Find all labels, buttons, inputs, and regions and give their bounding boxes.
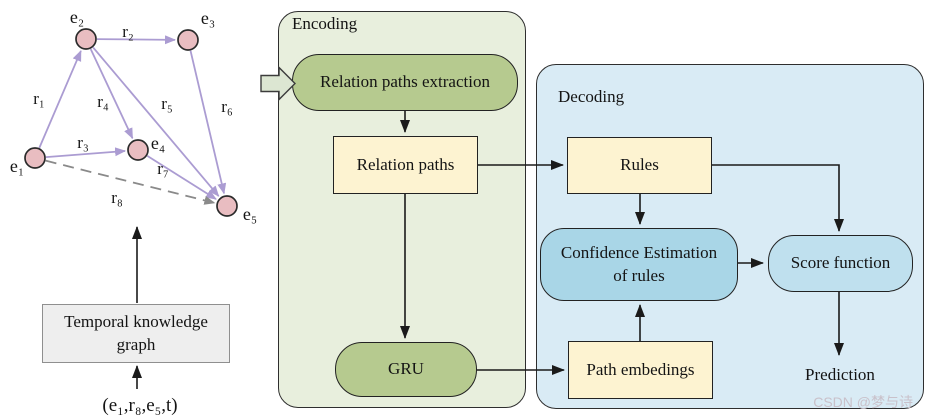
confidence-estimation-line2: of rules	[613, 265, 665, 285]
rules-label: Rules	[620, 155, 659, 175]
graph-node-e2	[75, 28, 97, 50]
graph-edge-e2-e5	[92, 46, 220, 197]
graph-edge-label: r₂	[122, 22, 134, 41]
watermark: CSDN @梦与诗	[813, 394, 913, 410]
confidence-estimation-box: Confidence Estimation of rules	[540, 228, 738, 301]
gru-label: GRU	[388, 359, 424, 379]
relation-paths-extraction-box: Relation paths extraction	[292, 54, 518, 111]
tkg-line2: graph	[116, 334, 156, 354]
confidence-estimation-line1: Confidence Estimation	[560, 242, 718, 262]
graph-edge-label: r₈	[111, 188, 123, 207]
graph-node-e3	[177, 29, 199, 51]
graph-edge-e4-e5	[146, 155, 217, 200]
graph-edge-e2-e4	[89, 48, 134, 140]
graph-node-e4	[127, 139, 149, 161]
encoding-title: Encoding	[292, 14, 358, 33]
graph-edge-e3-e5	[189, 50, 227, 195]
graph-edge-label: r₆	[221, 97, 233, 116]
graph-node-label: e₄	[151, 133, 165, 153]
graph-edge-e1-e2	[38, 50, 82, 149]
rules-box: Rules	[567, 137, 712, 194]
knowledge-graph: r₁ r₂ r₃ r₄ r₅ r₆ r₇ r₈ e₁ e₂ e₃ e₄ e₅	[10, 7, 257, 224]
graph-node-e5	[216, 195, 238, 217]
temporal-knowledge-graph-box: Temporal knowledge graph	[42, 304, 230, 363]
graph-edge-e1-e5	[45, 159, 216, 205]
graph-node-label: e₅	[243, 204, 257, 224]
graph-node-label: e₃	[201, 8, 215, 28]
graph-edge-label: r₁	[33, 89, 45, 108]
graph-edge-e1-e4	[45, 147, 127, 159]
relation-paths-label: Relation paths	[356, 154, 455, 174]
graph-node-label: e₁	[10, 156, 24, 176]
graph-edge-label: r₄	[97, 92, 109, 111]
graph-node-label: e₂	[70, 7, 84, 27]
tkg-line1: Temporal knowledge	[64, 312, 208, 332]
graph-edge-label: r₃	[77, 133, 89, 152]
relation-paths-extraction-label: Relation paths extraction	[320, 72, 490, 92]
path-embedings-box: Path embedings	[568, 341, 713, 399]
path-embedings-label: Path embedings	[586, 359, 695, 379]
graph-edge-label: r₇	[157, 159, 169, 178]
score-function-box: Score function	[768, 235, 913, 292]
relation-paths-box: Relation paths	[333, 136, 478, 194]
decoding-title: Decoding	[558, 87, 625, 106]
query-formula: (e₁,r₈,e₅,t)	[102, 395, 178, 416]
graph-edge-label: r₅	[161, 94, 173, 113]
prediction-label: Prediction	[805, 365, 875, 384]
score-function-label: Score function	[790, 253, 891, 273]
graph-node-e1	[24, 147, 46, 169]
graph-edge-e2-e3	[96, 35, 177, 45]
gru-box: GRU	[335, 342, 477, 397]
